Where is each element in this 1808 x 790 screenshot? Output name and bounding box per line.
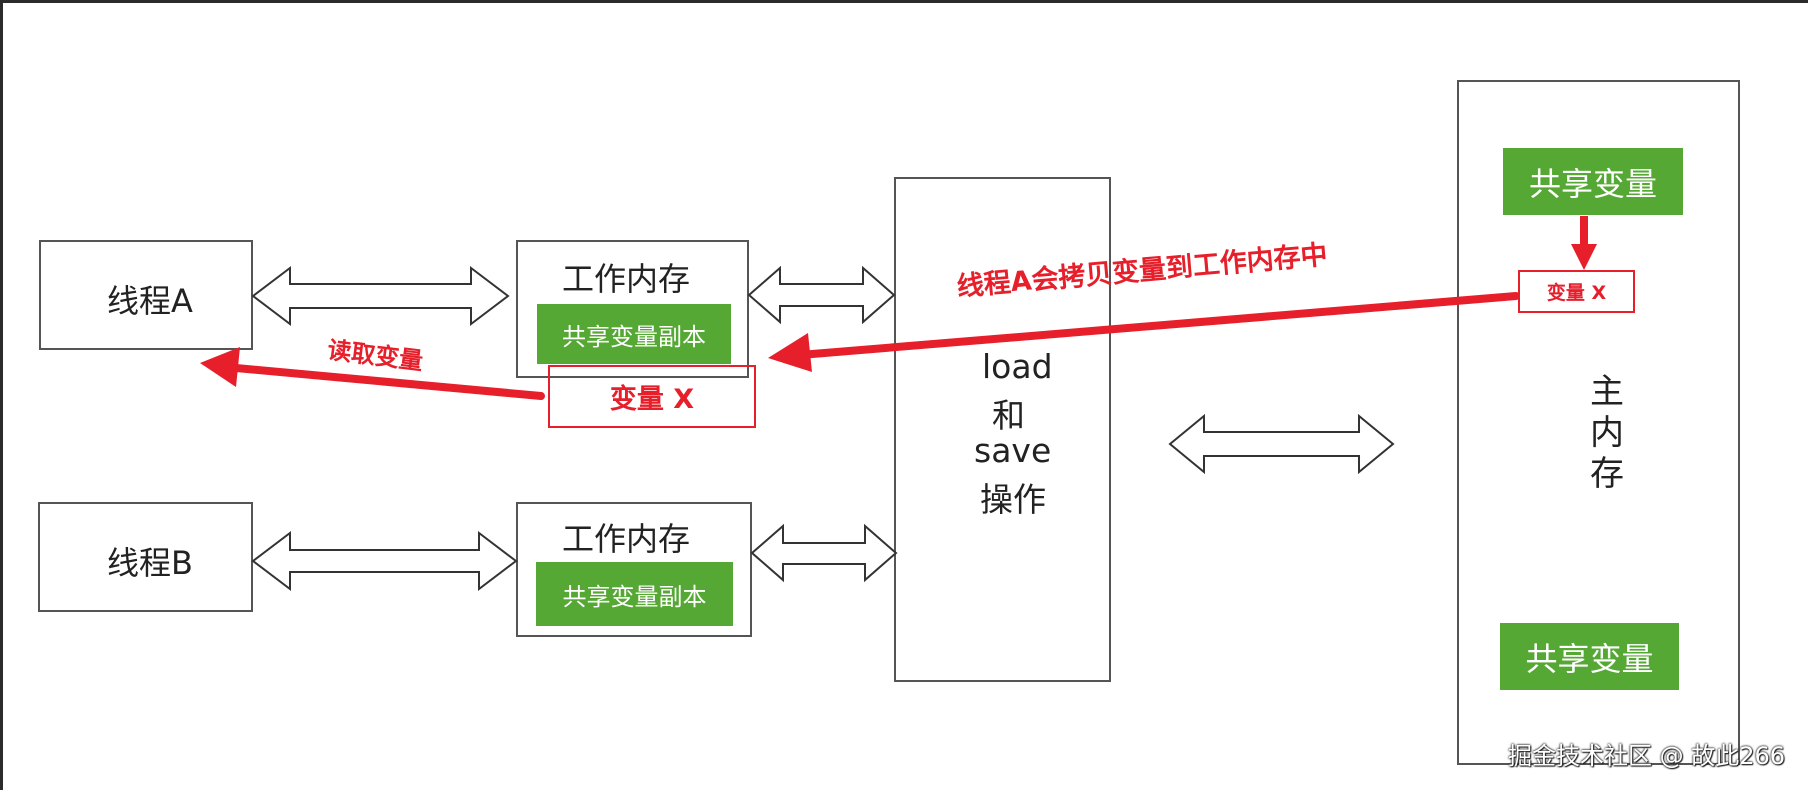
- thread-b-label: 线程B: [107, 544, 193, 582]
- shared-var-main-top: 共享变量: [1503, 148, 1683, 215]
- copy-arrow: [768, 292, 1520, 372]
- main-memory-line3: 存: [1590, 454, 1624, 494]
- load-save-box: load 和 save 操作: [894, 177, 1111, 682]
- thread-b-box: 线程B: [38, 502, 253, 612]
- work-memory-a-title: 工作内存: [562, 260, 691, 298]
- load-save-line3: save: [974, 431, 1052, 470]
- work-memory-b-title: 工作内存: [562, 520, 691, 558]
- double-arrow-icon: [251, 530, 518, 592]
- var-x-main-box: 变量 X: [1518, 270, 1635, 313]
- thread-a-box: 线程A: [39, 240, 253, 350]
- watermark: 掘金技术社区 @ 故此266: [1508, 742, 1786, 770]
- thread-a-label: 线程A: [107, 282, 193, 320]
- load-save-line4: 操作: [980, 480, 1046, 519]
- down-arrow: [1571, 216, 1597, 270]
- double-arrow-icon: [747, 265, 896, 325]
- main-memory-line2: 内: [1590, 413, 1624, 453]
- load-save-line2: 和: [992, 396, 1025, 435]
- main-memory-line1: 主: [1590, 372, 1624, 412]
- double-arrow-icon: [251, 265, 510, 327]
- load-save-line1: load: [982, 347, 1053, 386]
- shared-var-copy-a: 共享变量副本: [537, 304, 731, 364]
- var-x-work-box: 变量 X: [548, 365, 756, 428]
- double-arrow-icon: [1168, 413, 1395, 475]
- shared-var-main-bottom: 共享变量: [1500, 623, 1679, 690]
- shared-var-copy-b: 共享变量副本: [536, 562, 733, 626]
- read-arrow: [200, 347, 545, 400]
- double-arrow-icon: [750, 523, 898, 583]
